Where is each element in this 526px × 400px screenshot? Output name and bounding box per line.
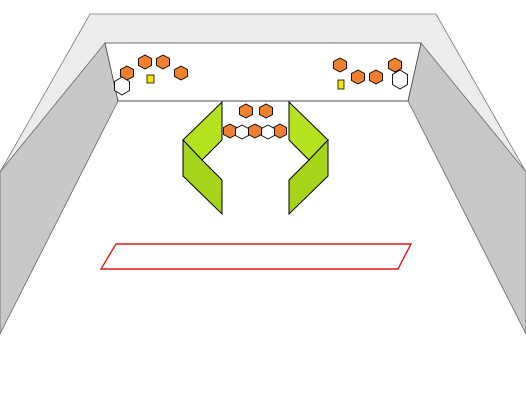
center-target-cluster <box>223 103 287 140</box>
hex-target[interactable] <box>239 103 253 119</box>
marker-yellow-left[interactable] <box>146 74 155 84</box>
hex-target-empty[interactable] <box>392 69 408 90</box>
hex-target[interactable] <box>273 123 287 139</box>
goal-zone[interactable] <box>99 243 413 270</box>
right-target-cluster <box>333 57 408 90</box>
hex-target[interactable] <box>388 57 402 73</box>
hex-target-empty[interactable] <box>235 124 249 140</box>
hex-target-empty[interactable] <box>114 76 130 96</box>
hex-target[interactable] <box>259 103 273 119</box>
hex-target[interactable] <box>248 123 262 139</box>
marker-yellow-right[interactable] <box>337 79 345 90</box>
hex-target[interactable] <box>223 123 237 139</box>
hex-target[interactable] <box>156 54 170 70</box>
barrier-right-side <box>288 138 329 216</box>
hex-target[interactable] <box>138 54 152 70</box>
hex-target[interactable] <box>369 69 383 85</box>
hex-target[interactable] <box>174 65 188 81</box>
hex-target-empty[interactable] <box>261 124 275 140</box>
hex-target[interactable] <box>333 57 347 73</box>
left-target-cluster <box>114 54 188 96</box>
barrier-left-side <box>182 138 223 216</box>
hex-target[interactable] <box>351 69 365 85</box>
